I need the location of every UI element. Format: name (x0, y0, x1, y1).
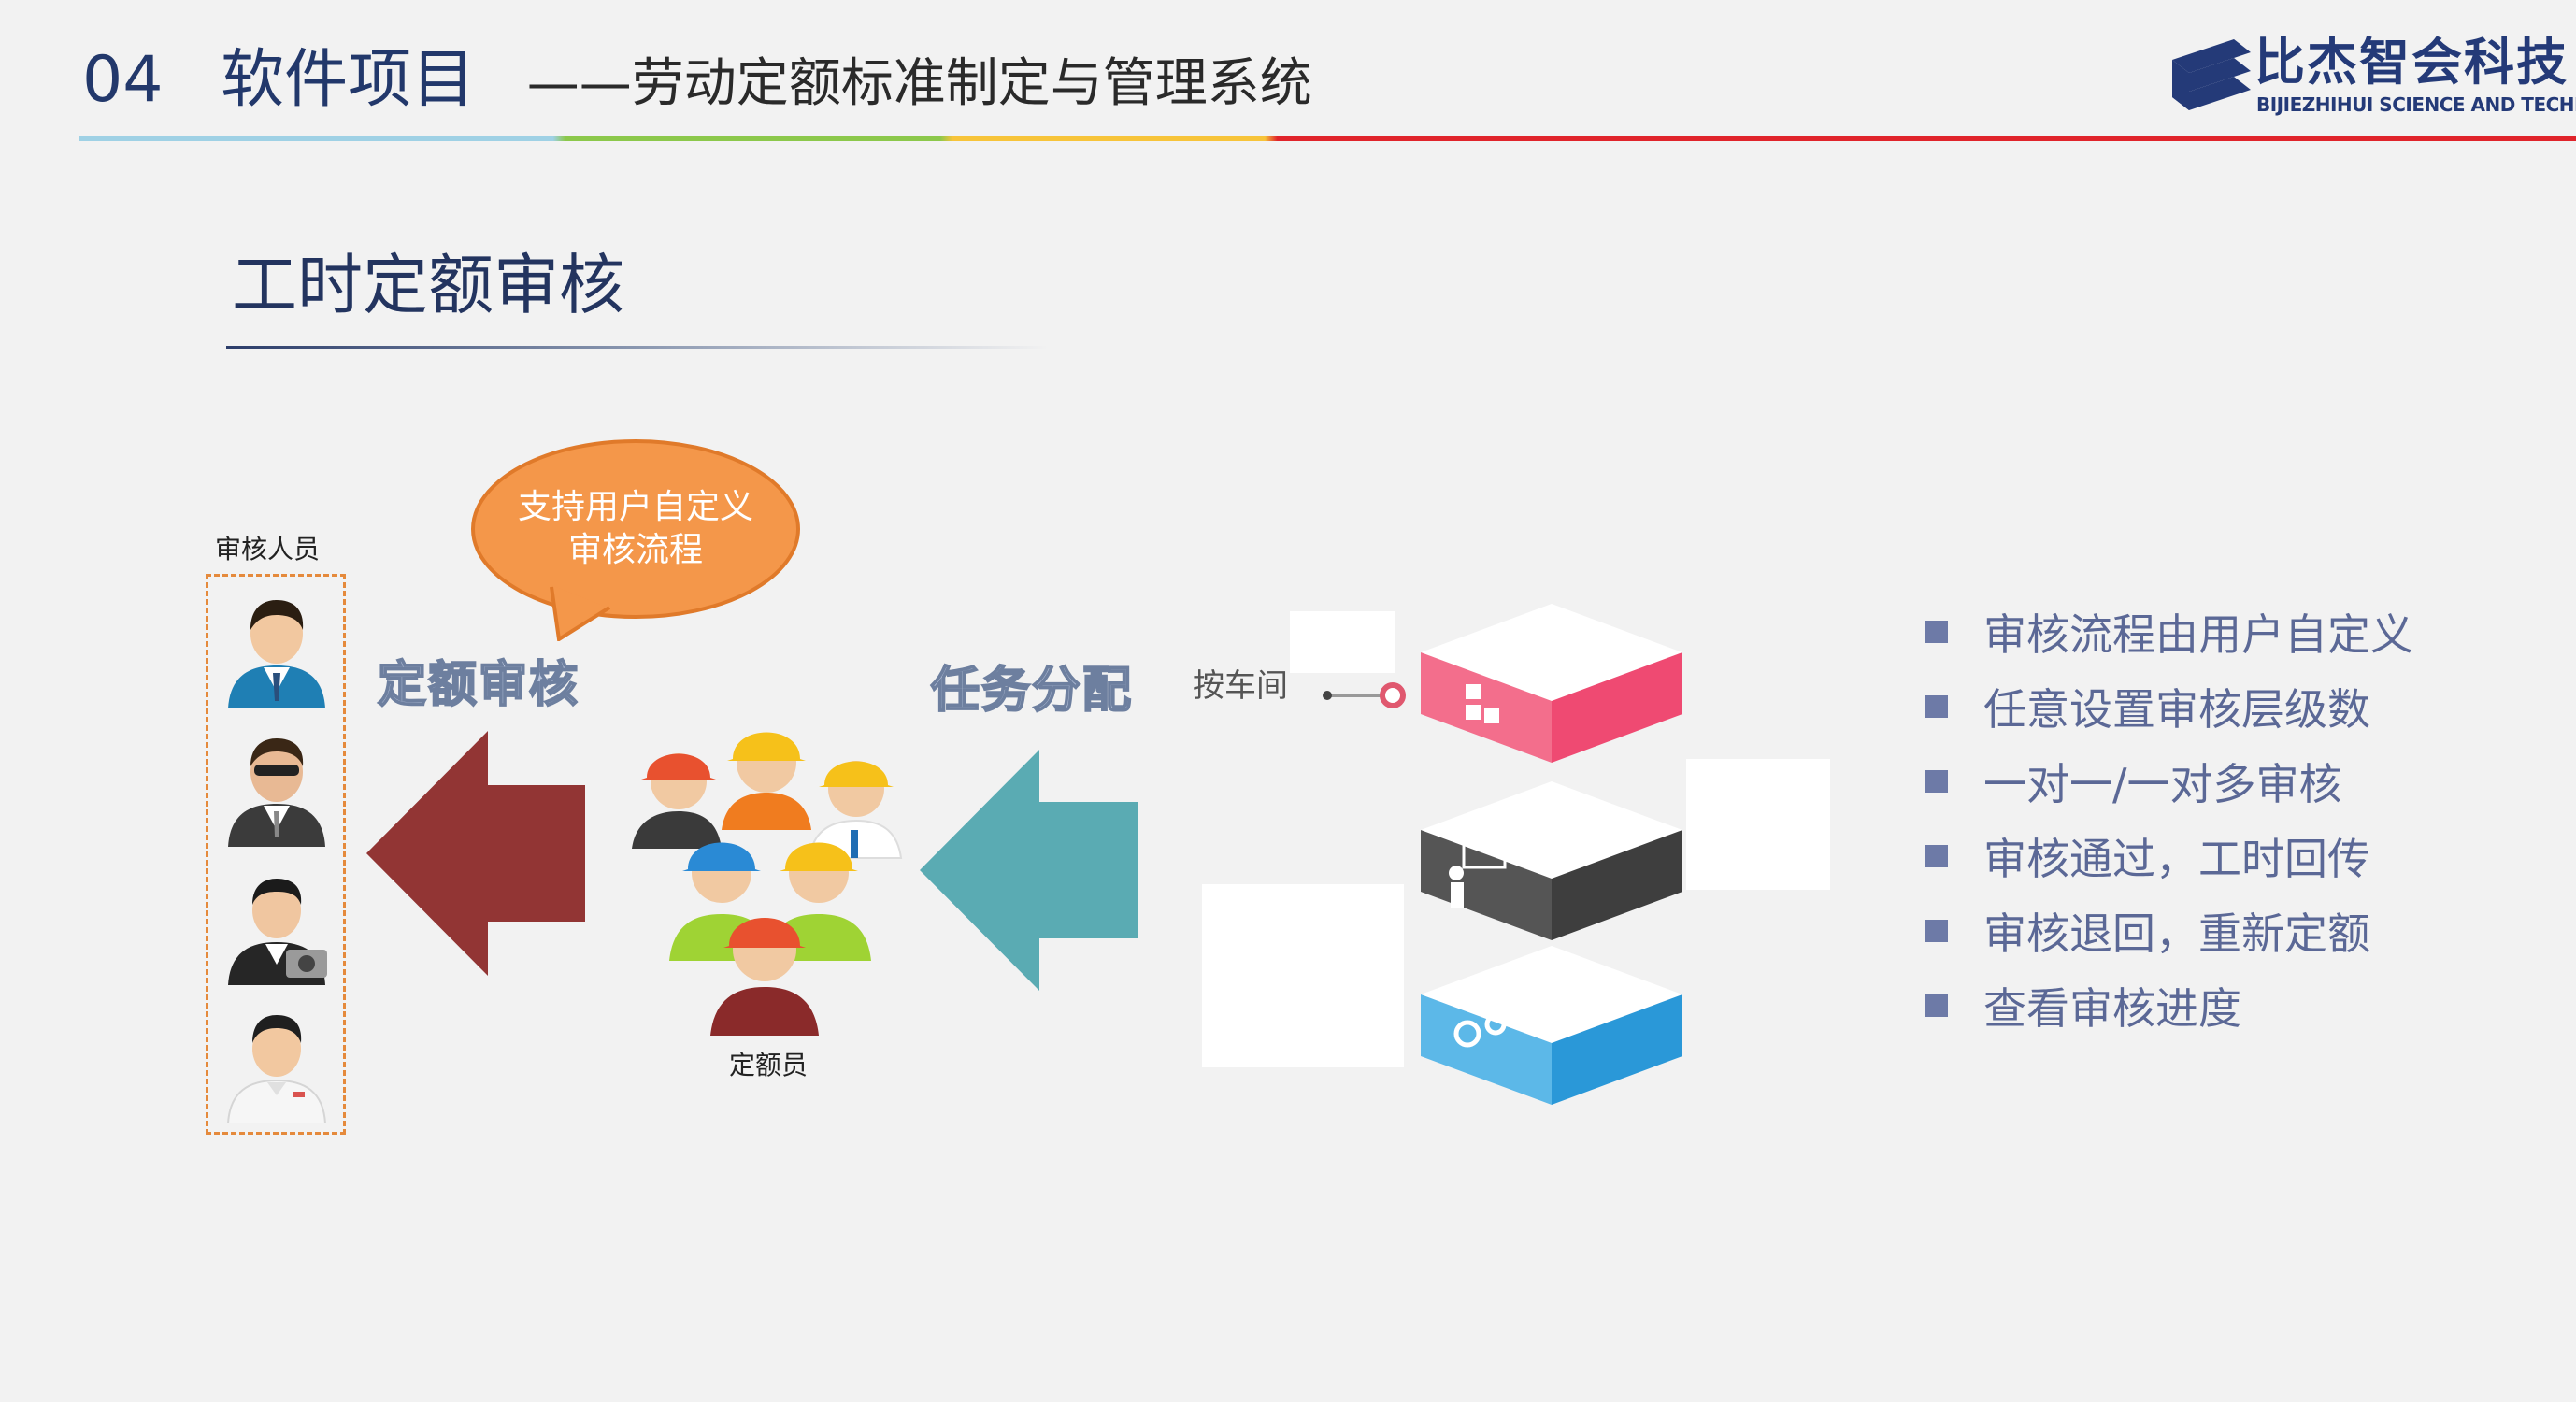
feature-item: 审核流程由用户自定义 (1925, 594, 2413, 669)
workshop-label: 按车间 (1193, 667, 1288, 705)
reviewer-avatar-icon (226, 1015, 327, 1123)
company-name-english: BIJIEZHIHUI SCIENCE AND TECHNOLOGY (2256, 93, 2576, 116)
bullet-square-icon (1925, 994, 1948, 1017)
bullet-square-icon (1925, 845, 1948, 867)
bullet-square-icon (1925, 695, 1948, 718)
page-subtitle: ——劳动定额标准制定与管理系统 (526, 53, 1312, 114)
reviewer-avatar-icon (228, 879, 327, 985)
project-category: 软件项目 (221, 43, 476, 117)
blank-block (1686, 759, 1830, 890)
workers-label: 定额员 (729, 1050, 809, 1080)
section-title: 工时定额审核 (232, 247, 624, 323)
workers-group-icon (632, 732, 903, 1036)
feature-list: 审核流程由用户自定义 任意设置审核层级数 一对一/一对多审核 审核通过，工时回传… (1925, 594, 2413, 1043)
company-name: 比杰智会科技 (2254, 33, 2569, 92)
assign-arrow-label: 任务分配 (930, 662, 1134, 720)
callout-bubble (471, 439, 800, 641)
review-arrow-label: 定额审核 (377, 656, 580, 714)
feature-item: 审核退回，重新定额 (1925, 894, 2413, 968)
reviewer-avatar-icon (228, 600, 325, 708)
reviewer-avatar-icon (228, 738, 325, 847)
reviewers-label: 审核人员 (215, 534, 321, 565)
blank-block (1290, 611, 1395, 673)
assign-arrow-icon (920, 750, 1138, 991)
company-logo-icon (2172, 39, 2251, 110)
header-divider (79, 136, 2576, 141)
connector-icon (1323, 682, 1406, 708)
section-underline (226, 346, 1049, 349)
module-cubes-icon (1421, 604, 1682, 1105)
feature-item: 任意设置审核层级数 (1925, 669, 2413, 744)
page-title: 04 软件项目 ——劳动定额标准制定与管理系统 (82, 49, 1312, 112)
feature-item: 审核通过，工时回传 (1925, 819, 2413, 894)
feature-item: 查看审核进度 (1925, 968, 2413, 1043)
bullet-square-icon (1925, 770, 1948, 793)
bullet-square-icon (1925, 920, 1948, 942)
reviewers-group (206, 574, 346, 1135)
blank-block (1202, 884, 1404, 1067)
callout-text: 支持用户自定义审核流程 (517, 488, 753, 569)
feature-item: 一对一/一对多审核 (1925, 744, 2413, 819)
bullet-square-icon (1925, 621, 1948, 643)
review-arrow-icon (366, 731, 585, 976)
section-number: 04 (82, 43, 164, 117)
